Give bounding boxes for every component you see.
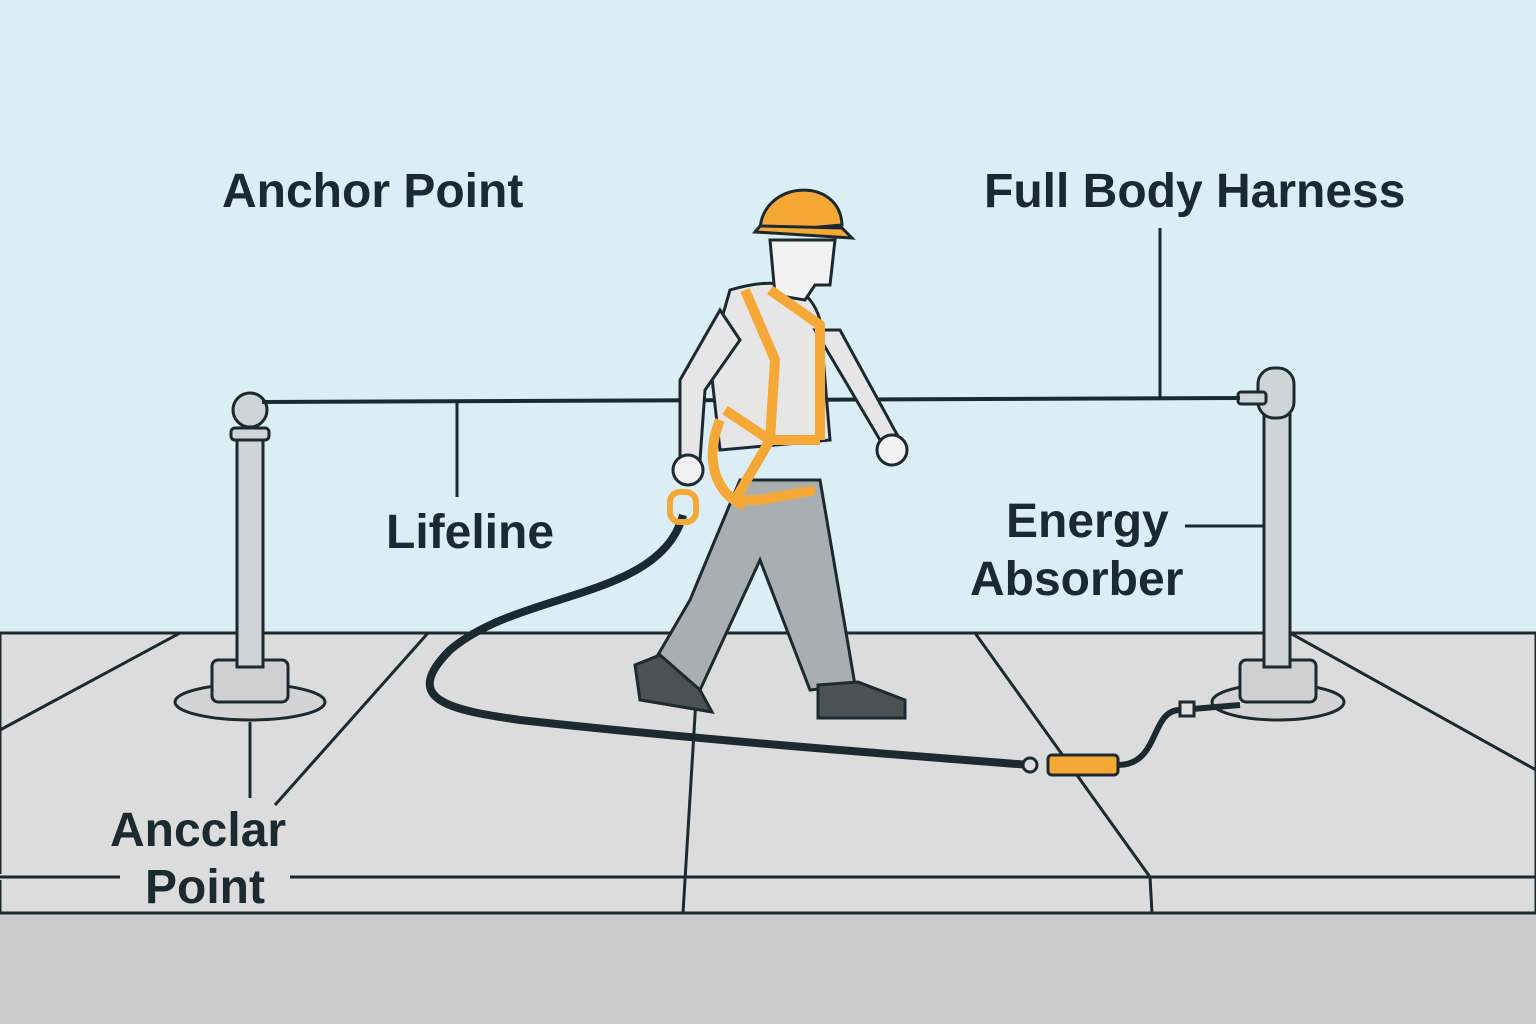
carabiner-icon: [667, 489, 699, 525]
anchor-ring-icon: [231, 391, 269, 429]
hard-hat-icon: [751, 188, 856, 240]
harness-straps: [707, 285, 825, 510]
label-lifeline: Lifeline: [386, 506, 554, 559]
label-full-body-harness: Full Body Harness: [984, 165, 1405, 218]
label-anchor-point: Anchor Point: [222, 165, 523, 218]
left-anchor-post: [173, 391, 327, 722]
worker: [633, 188, 909, 720]
lanyard: [425, 489, 1241, 777]
label-anchor-point-bottom-line2: Point: [145, 861, 265, 914]
right-anchor-post: [1210, 366, 1346, 722]
label-energy-absorber-line1: Energy: [1006, 495, 1169, 548]
label-energy-absorber-line2: Absorber: [970, 553, 1183, 606]
energy-absorber-pack: [1046, 753, 1120, 777]
leader-lines: [0, 228, 1264, 880]
label-anchor-point-bottom-line1: Ancclar: [110, 804, 286, 857]
